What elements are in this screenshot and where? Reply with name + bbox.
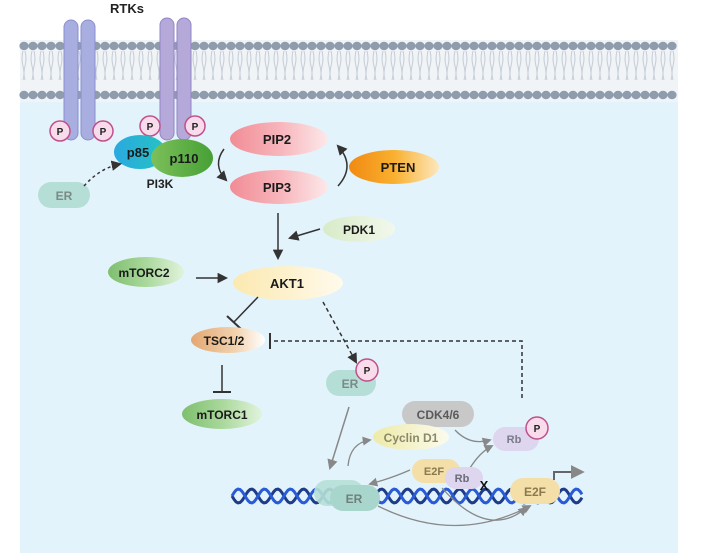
svg-text:P: P [364,366,371,377]
svg-text:ER: ER [346,492,363,506]
phospho-group-4: P [184,115,206,137]
pip3-node: PIP3 [230,170,328,204]
phospho-group-er: P [355,358,379,382]
cdk46-node: CDK4/6 [402,401,474,427]
svg-text:AKT1: AKT1 [270,276,304,291]
cyclin-d1-node: Cyclin D1 [373,424,449,450]
svg-text:E2F: E2F [424,466,444,478]
svg-text:p85: p85 [127,145,149,160]
rb-inhibits-tsc12-dashed [269,333,523,398]
akt1-to-er-arrow [322,301,358,364]
svg-text:PTEN: PTEN [381,160,416,175]
tsc12-inhibits-mtorc1 [213,365,231,393]
svg-text:PIP3: PIP3 [263,180,291,195]
svg-text:P: P [534,424,541,435]
tsc12-node: TSC1/2 [191,327,265,353]
svg-text:Rb: Rb [507,434,522,446]
cytoplasm-background [20,100,678,553]
e2f-node-free: E2F [510,478,560,504]
svg-text:CDK4/6: CDK4/6 [417,408,460,422]
svg-text:Rb: Rb [455,473,470,485]
pip2-node: PIP2 [230,122,328,156]
svg-text:mTORC1: mTORC1 [196,408,247,422]
akt1-node: AKT1 [233,266,343,300]
e2f-activation-arc [441,487,528,521]
svg-text:E2F: E2F [524,485,546,499]
pi3k-label: PI3K [147,177,174,191]
svg-text:P: P [100,127,107,138]
phospho-group-rb: P [525,416,549,440]
cdk-to-rb-arrow [454,429,492,447]
phospho-group-2: P [92,120,114,142]
svg-text:p110: p110 [170,151,199,166]
pdk1-node: PDK1 [323,216,395,242]
transcription-arrow [553,465,585,480]
svg-text:ER: ER [56,189,73,203]
pip3-to-pip2-arrow [336,144,348,187]
e2f-to-er-arrow [368,469,411,487]
er-to-e2f-arc [377,505,532,527]
pip2-to-pip3-arrow [216,148,228,182]
block-mark: X [480,478,489,493]
phospho-group-3: P [139,115,161,137]
er-to-cyclind1-arrow [347,436,372,467]
er-dimer-on-dna: ER [314,480,380,511]
svg-text:P: P [57,127,64,138]
mtorc1-node: mTORC1 [182,399,262,429]
phospho-group-1: P [49,120,71,142]
svg-text:P: P [147,122,154,133]
pten-node: PTEN [349,150,439,184]
pdk1-to-akt1-arrow [287,228,321,241]
p110-subunit: p110 [151,139,213,177]
svg-text:ER: ER [342,377,359,391]
svg-text:TSC1/2: TSC1/2 [204,334,245,348]
akt1-inhibits-tsc12 [226,296,259,330]
svg-text:P: P [192,122,199,133]
rtks-label: RTKs [110,1,144,16]
mtorc2-node: mTORC2 [108,257,184,287]
svg-text:Cyclin D1: Cyclin D1 [384,431,439,445]
er-node-membrane: ER [38,182,90,208]
svg-text:PIP2: PIP2 [263,132,291,147]
rb-release-arrow [469,445,494,469]
svg-text:mTORC2: mTORC2 [118,266,169,280]
rtk-receptor-left [63,19,96,141]
rtk-receptor-right [159,17,192,141]
svg-text:PDK1: PDK1 [343,223,375,237]
rb-node-bound: Rb [445,467,483,489]
er-to-dna-arrow [327,406,350,471]
cell-membrane [19,40,678,102]
